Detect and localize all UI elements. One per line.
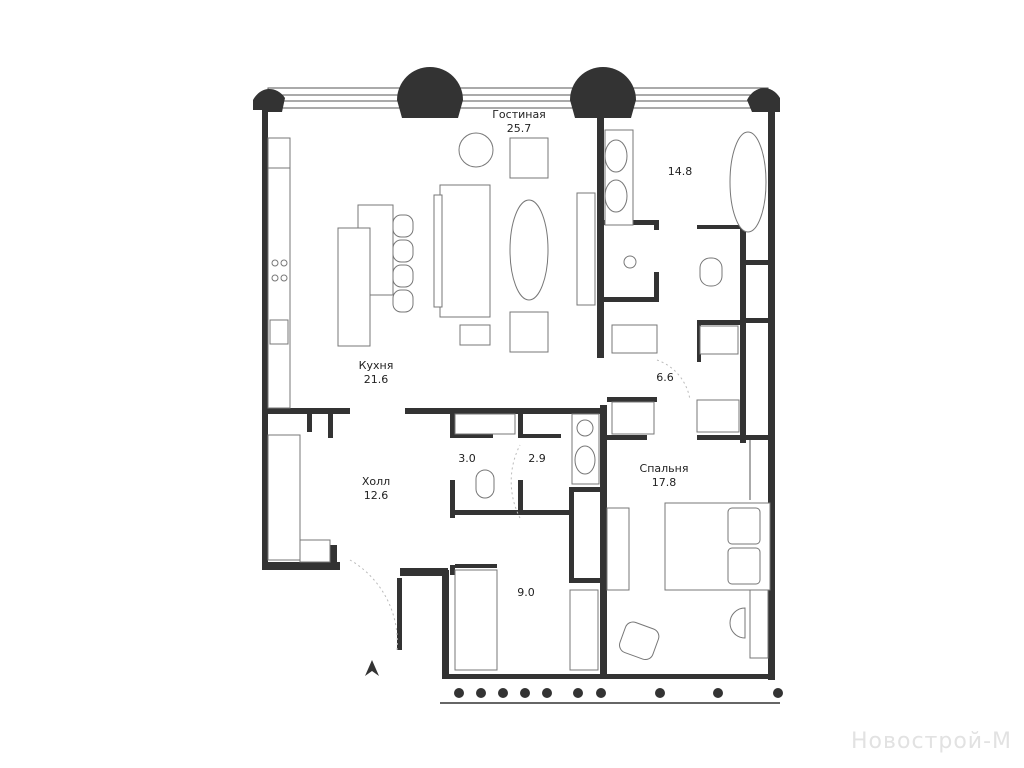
room-name: Гостиная	[492, 108, 546, 121]
walls	[262, 100, 775, 680]
door-swings	[349, 359, 691, 651]
room-area: 25.7	[506, 122, 532, 135]
furniture	[267, 129, 771, 671]
room-label-wc-1: 3.0	[458, 452, 476, 466]
room-name: Холл	[361, 475, 391, 488]
room-area: 2.9	[528, 452, 546, 465]
room-area: 3.0	[458, 452, 476, 465]
north-arrow-icon	[365, 660, 379, 676]
room-label-dressing: 9.0	[517, 586, 535, 600]
room-area: 9.0	[517, 586, 535, 599]
room-label-wc-2: 2.9	[528, 452, 546, 466]
room-name: Спальня	[639, 462, 689, 475]
watermark: Новострой-М	[851, 729, 1012, 754]
room-area: 14.8	[667, 165, 693, 178]
window-band	[267, 87, 769, 109]
facade-rail	[440, 688, 783, 704]
room-label-corridor: 6.6	[656, 371, 674, 385]
room-label-bathroom: 14.8	[668, 165, 693, 179]
room-area: 17.8	[651, 476, 677, 489]
room-area: 12.6	[363, 489, 389, 502]
room-name: Кухня	[358, 359, 394, 372]
room-area: 21.6	[363, 373, 389, 386]
room-area: 6.6	[656, 371, 674, 384]
